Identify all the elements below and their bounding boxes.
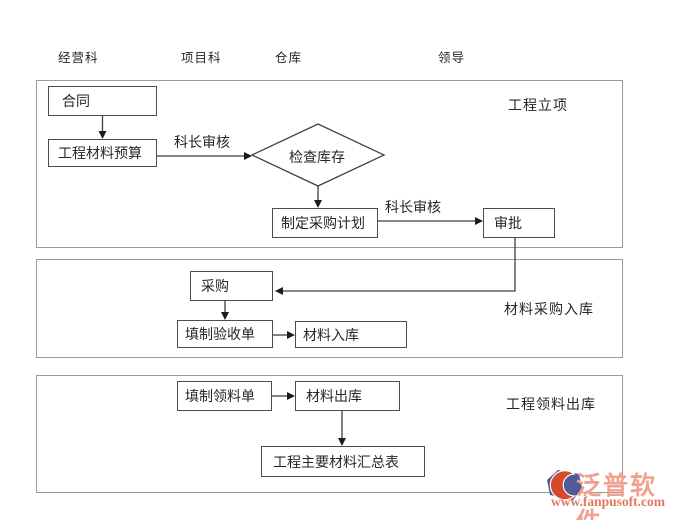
lane-header-operations: 经营科 [58, 51, 99, 65]
node-acceptance-form-label: 填制验收单 [185, 326, 255, 342]
fanpu-brand-text: 泛普软件 [576, 472, 658, 520]
section-label-material-purchase-inbound: 材料采购入库 [504, 301, 594, 317]
node-summary-table-label: 工程主要材料汇总表 [273, 453, 399, 470]
node-purchase-plan-label: 制定采购计划 [281, 215, 365, 231]
node-material-budget: 工程材料预算 [48, 139, 157, 167]
node-approval-label: 审批 [494, 215, 522, 231]
node-approval: 审批 [483, 208, 555, 238]
node-contract-label: 合同 [62, 93, 90, 109]
edge-label-chief-review-1: 科长审核 [174, 134, 230, 150]
node-purchase: 采购 [190, 271, 273, 301]
fanpu-url-text: www.fanpusoft.com [551, 494, 666, 509]
node-material-inbound-label: 材料入库 [303, 326, 359, 343]
section-label-project-initiation: 工程立项 [508, 97, 568, 113]
logo-crescent [549, 470, 577, 501]
section-label-requisition-outbound: 工程领料出库 [506, 396, 596, 412]
node-material-inbound: 材料入库 [295, 321, 407, 348]
edge-label-chief-review-2: 科长审核 [385, 199, 441, 215]
node-acceptance-form: 填制验收单 [177, 320, 273, 348]
node-requisition-form: 填制领料单 [177, 381, 272, 411]
node-material-outbound: 材料出库 [295, 381, 400, 411]
node-contract: 合同 [48, 86, 157, 116]
node-purchase-plan: 制定采购计划 [272, 208, 378, 238]
lane-header-project: 项目科 [181, 51, 222, 65]
node-purchase-label: 采购 [201, 278, 229, 294]
lane-header-leadership: 领导 [438, 51, 466, 65]
node-requisition-form-label: 填制领料单 [185, 388, 255, 404]
lane-header-warehouse: 仓库 [275, 51, 303, 65]
node-check-inventory-label: 检查库存 [289, 149, 345, 165]
node-material-budget-label: 工程材料预算 [58, 145, 142, 161]
node-summary-table: 工程主要材料汇总表 [261, 446, 425, 477]
fanpu-logo-icon [547, 470, 582, 501]
node-material-outbound-label: 材料出库 [306, 388, 362, 404]
